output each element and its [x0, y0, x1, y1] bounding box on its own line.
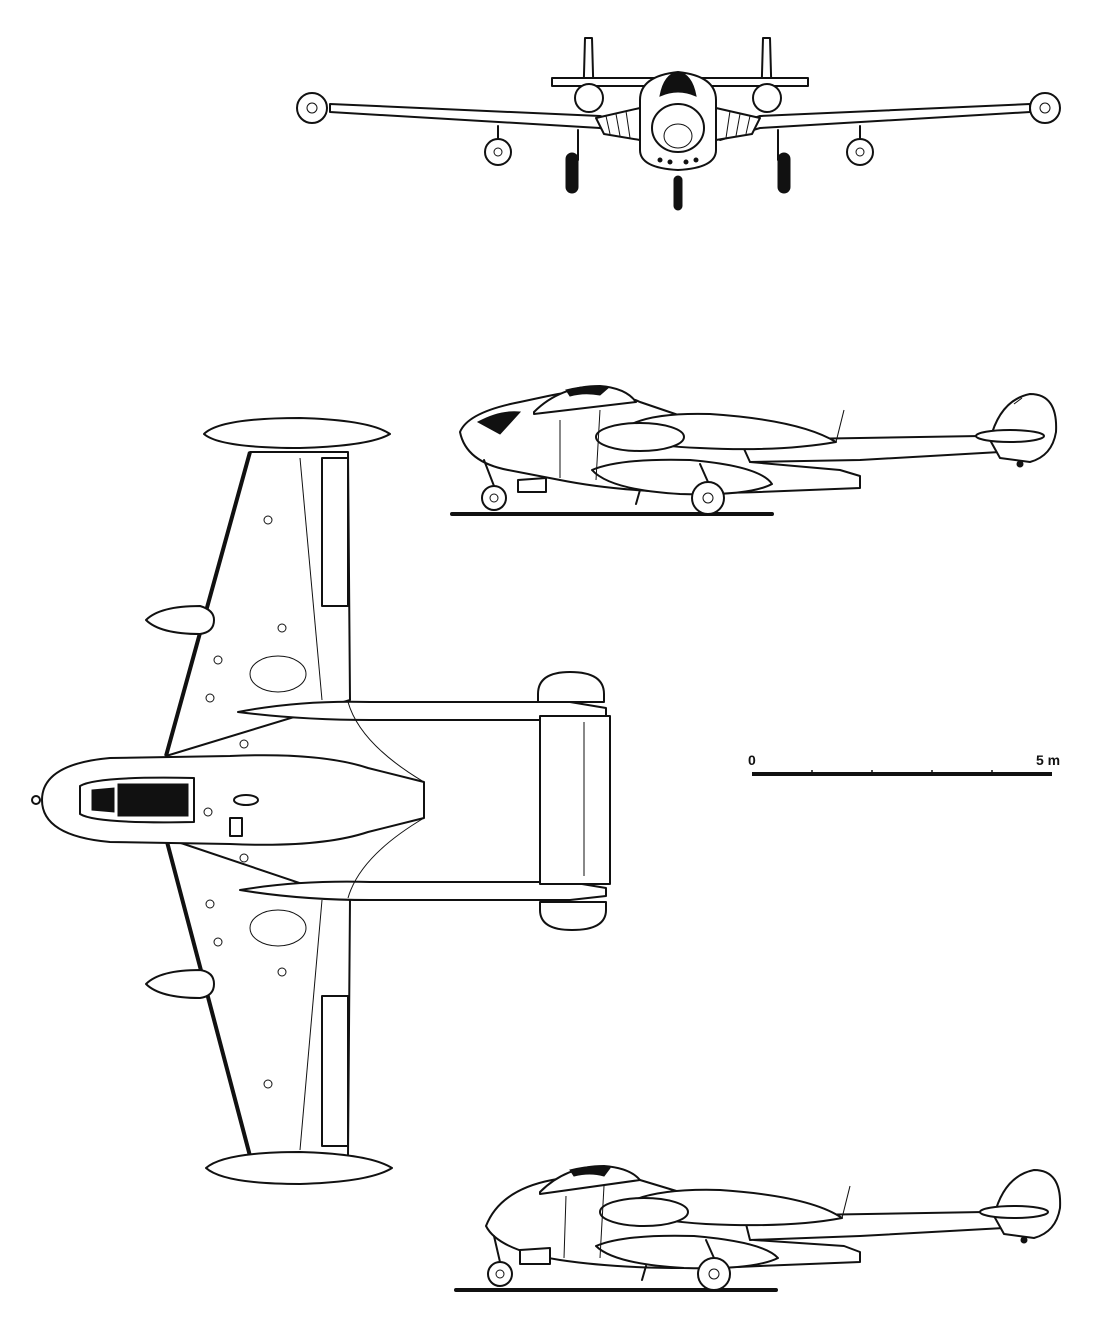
side2-canopy [539, 1165, 641, 1195]
side1-nose-panel [476, 411, 522, 435]
side2-main-wheel [697, 1257, 731, 1291]
front-view [296, 37, 1061, 211]
side2-nose-wheel [487, 1261, 513, 1287]
front-left-droptank [484, 138, 512, 166]
front-nose-wheel [673, 175, 683, 211]
side1-nose-wheel [481, 485, 507, 511]
plan-upper-boom [237, 700, 607, 721]
plan-view [31, 417, 611, 1185]
plan-upper-droptank [145, 605, 215, 635]
front-canopy [659, 71, 697, 97]
front-left-wheel [565, 152, 579, 194]
side-view-1 [450, 385, 1058, 516]
front-right-wheel [777, 152, 791, 194]
side1-main-wheel [691, 481, 725, 515]
scale-bar: 0 5 m [748, 752, 1060, 776]
plan-tailplane [539, 715, 611, 885]
side1-fin [989, 393, 1058, 463]
plan-lower-droptank [145, 969, 215, 999]
side1-canopy [533, 385, 637, 415]
side2-droptank [595, 1234, 779, 1270]
scale-start-label: 0 [748, 752, 756, 768]
front-right-tiptank [1029, 92, 1061, 124]
front-left-tiptank [296, 92, 328, 124]
plan-canopy-dark [117, 783, 189, 817]
side1-droptank [591, 458, 773, 496]
plan-upper-tiptank [203, 417, 391, 449]
side-view-2 [454, 1165, 1062, 1292]
plan-lower-boom [239, 880, 607, 901]
scale-end-label: 5 m [1036, 752, 1060, 768]
side2-fin [993, 1169, 1062, 1239]
plan-lower-tiptank [205, 1151, 393, 1185]
front-right-droptank [846, 138, 874, 166]
